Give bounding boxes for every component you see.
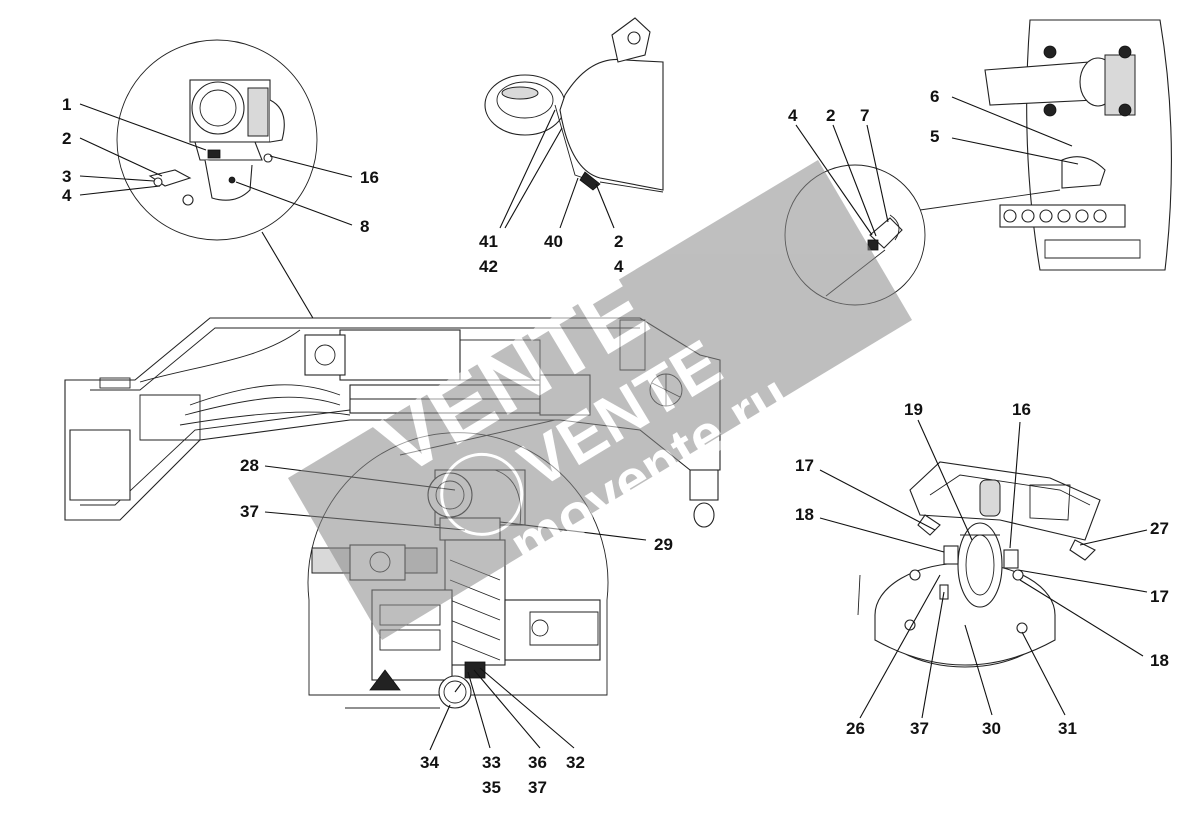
leaders-top-right bbox=[795, 96, 1079, 237]
watermark-logo-icon bbox=[440, 452, 524, 536]
leaders-top-left bbox=[79, 103, 353, 331]
callout-36: 36 bbox=[528, 753, 547, 772]
callout-31: 31 bbox=[1058, 719, 1077, 738]
callout-37-right: 37 bbox=[910, 719, 929, 738]
callout-34: 34 bbox=[420, 753, 439, 772]
callout-2-top-right: 2 bbox=[826, 106, 835, 125]
detail-top-right-assembly bbox=[919, 19, 1172, 271]
callout-33: 33 bbox=[482, 753, 501, 772]
callout-2-top-center: 2 bbox=[614, 232, 623, 251]
callout-18-right: 18 bbox=[1150, 651, 1169, 670]
leaders-top-center bbox=[499, 109, 615, 229]
detail-right-turntable bbox=[857, 461, 1101, 668]
detail-circle-top-left bbox=[116, 39, 318, 241]
callout-35: 35 bbox=[482, 778, 501, 797]
watermark: VENTE VENTE movente.ru bbox=[288, 160, 912, 640]
callout-18: 18 bbox=[795, 505, 814, 524]
callout-7: 7 bbox=[860, 106, 869, 125]
callout-42: 42 bbox=[479, 257, 498, 276]
callout-5: 5 bbox=[930, 127, 939, 146]
callout-30: 30 bbox=[982, 719, 1001, 738]
callout-40: 40 bbox=[544, 232, 563, 251]
callout-4-top-center: 4 bbox=[614, 257, 624, 276]
callout-28: 28 bbox=[240, 456, 259, 475]
callout-37-center-bottom: 37 bbox=[528, 778, 547, 797]
callout-17: 17 bbox=[795, 456, 814, 475]
callout-8: 8 bbox=[360, 217, 369, 236]
callout-17-right: 17 bbox=[1150, 587, 1169, 606]
callout-26: 26 bbox=[846, 719, 865, 738]
callout-16-right: 16 bbox=[1012, 400, 1031, 419]
leaders-right bbox=[819, 419, 1148, 719]
callout-29: 29 bbox=[654, 535, 673, 554]
callout-4-top-right: 4 bbox=[788, 106, 798, 125]
callout-37-center: 37 bbox=[240, 502, 259, 521]
callout-16: 16 bbox=[360, 168, 379, 187]
watermark-band bbox=[288, 160, 912, 640]
callout-32: 32 bbox=[566, 753, 585, 772]
callout-19: 19 bbox=[904, 400, 923, 419]
callout-3: 3 bbox=[62, 167, 71, 186]
callout-41: 41 bbox=[479, 232, 498, 251]
callout-4: 4 bbox=[62, 186, 72, 205]
callout-2: 2 bbox=[62, 129, 71, 148]
callout-1: 1 bbox=[62, 95, 71, 114]
callout-6: 6 bbox=[930, 87, 939, 106]
detail-top-center bbox=[484, 17, 664, 193]
callout-27: 27 bbox=[1150, 519, 1169, 538]
